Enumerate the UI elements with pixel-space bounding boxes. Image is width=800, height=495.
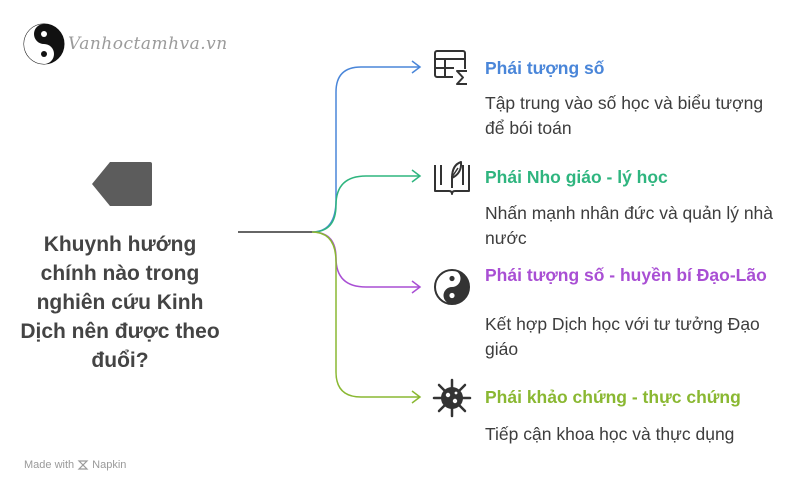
branch-description-2: Nhấn mạnh nhân đức và quản lý nhà nước — [485, 203, 774, 248]
connector-blue — [311, 66, 420, 233]
connector-purple — [311, 231, 420, 288]
branch-title-2: Phái Nho giáo - lý học — [485, 167, 668, 187]
napkin-brand: Napkin — [92, 459, 127, 471]
branch-title-1: Phái tượng số — [485, 58, 605, 78]
napkin-logo-icon — [77, 460, 89, 470]
open-book-icon — [434, 161, 470, 195]
connector-lime — [311, 231, 420, 398]
central-question: Khuynh hướng chính nào trong nghiên cứu … — [20, 233, 220, 372]
branch-description-3: Kết hợp Dịch học với tư tưởng Đạo giáo — [485, 314, 760, 359]
branch-title-3: Phái tượng số - huyền bí Đạo-Lão — [485, 265, 767, 285]
branch-description-1: Tập trung vào số học và biểu tượng để bó… — [485, 93, 764, 138]
branch-description-4: Tiếp cận khoa học và thực dụng — [485, 424, 735, 444]
bacteria-icon — [432, 378, 472, 418]
site-logo: Vanhoctamhva.vn — [22, 22, 228, 66]
logo-text: Vanhoctamhva.vn — [68, 34, 228, 54]
calculator-icon — [434, 50, 470, 86]
made-with-label: Made with — [24, 459, 75, 471]
tag-shape-icon — [92, 162, 152, 206]
made-with-napkin: Made with Napkin — [24, 459, 126, 471]
yin-yang-icon — [434, 269, 470, 305]
connector-green — [311, 175, 420, 233]
branch-title-4: Phái khảo chứng - thực chứng — [485, 387, 741, 407]
yin-yang-logo-icon — [23, 23, 65, 65]
